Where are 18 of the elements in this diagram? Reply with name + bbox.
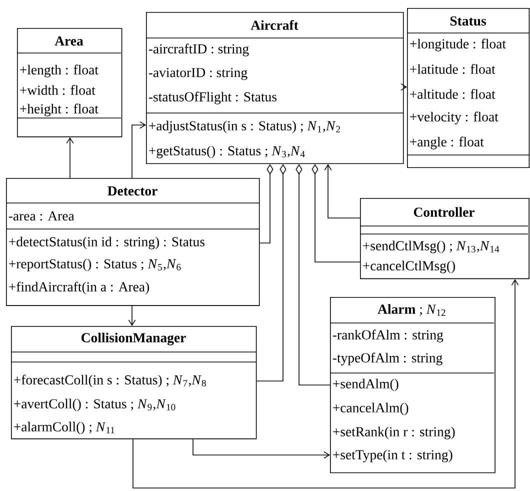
class-box: Controller +sendCtlMsg() ; N$_{13}$,N$_{14}$ +cancelCtlMsg() <box>360 198 530 280</box>
arrow <box>66 137 74 178</box>
aggregation-line <box>256 164 286 382</box>
class-box: Area +length : float +width : float +height : float <box>16 28 122 138</box>
aggregation-line <box>296 164 330 386</box>
aggregation-line <box>259 164 274 244</box>
class-box: CollisionManager +forecastColl(in s : Status) ; N$_{7}$,N$_{8}$ +avertColl() : Status ; N$_{9}$,N$_{10}$ +alarmColl() ; N$_{11}$ <box>10 326 257 440</box>
class-box: Detector -area : Area +detectStatus(in id : string) : Status +reportStatus() : Status ; N$_{5}$,N$_{6}$ +findAircraft(in a : Area) <box>6 178 260 306</box>
class-box: Alarm ; N$_{12}$ -rankOfAlm : string -typeOfAlm : string +sendAlm() +cancelAlm() +setRank(in r : string) +setType(in t : string) <box>330 297 496 474</box>
arrow <box>128 306 136 326</box>
arrow <box>132 279 519 488</box>
arrow <box>400 83 407 91</box>
class-box: Aircraft -aircraftID : string -aviatorID : string -statusOfFlight : Status +adjustStatus(in s : Status) ; N$_{1}$,N$_{2}$ +getStatus() : Status ; N$_{3}$,N$_{4}$ <box>146 12 404 164</box>
class-box: Status +longitude : float +latitude : float +altitude : float +velocity : float +angle : float <box>406 8 530 168</box>
arrow <box>132 121 146 178</box>
arrow <box>192 438 330 459</box>
aggregation-line <box>312 164 360 262</box>
arrow <box>324 164 360 218</box>
